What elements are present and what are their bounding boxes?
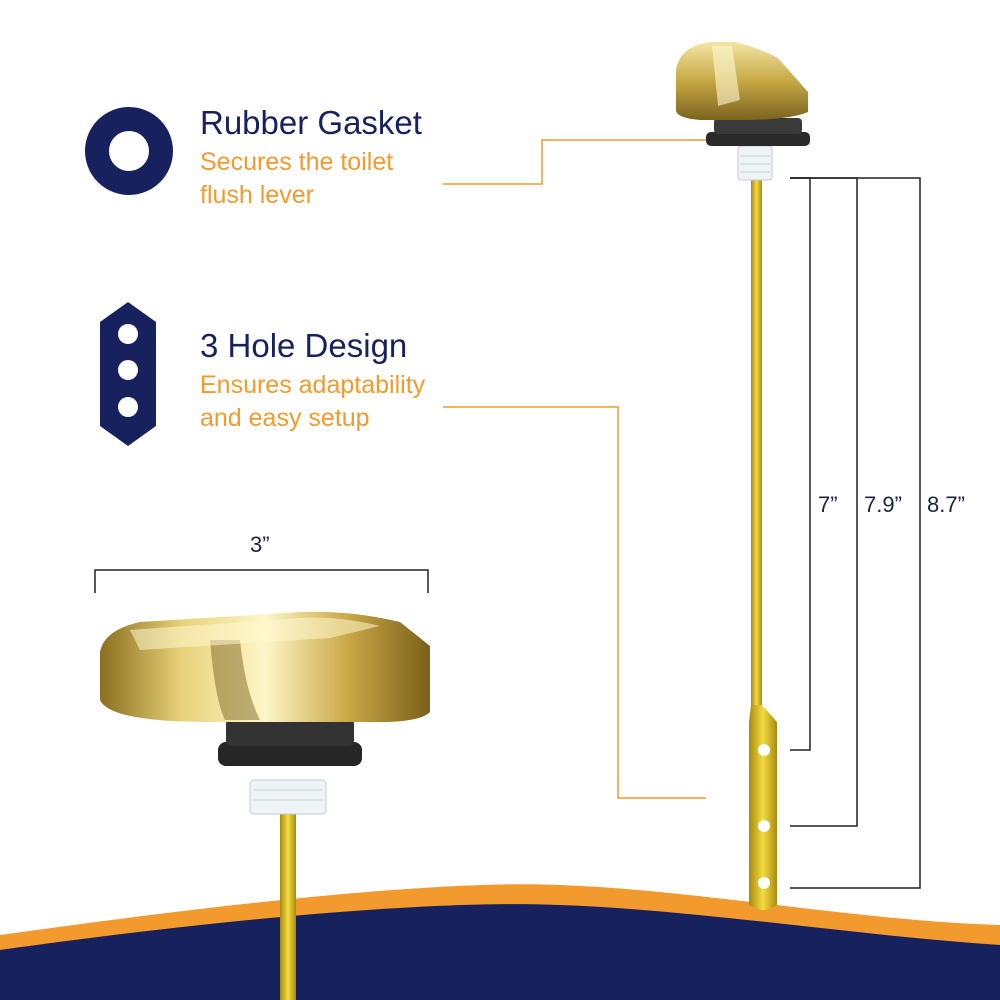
dimension-line-8-7 [790,177,921,889]
bottom-wave-band [0,884,1000,1000]
feature-title-holes: 3 Hole Design [200,327,408,364]
mounting-nut [714,118,802,134]
handle-cap-small [676,42,808,120]
handle-width-label: 3” [250,532,270,557]
closeup-rod [280,800,296,1000]
arm-hole-2 [758,820,770,832]
arm-hole-1 [758,744,770,756]
ring-icon [85,107,173,195]
feature-title-gasket: Rubber Gasket [200,104,422,141]
arm-length-label-7-9: 7.9” [864,492,902,517]
closeup-threaded-stem [249,779,327,815]
feature-desc-holes: Ensures adaptability and easy setup [200,371,426,432]
three-hole-plate-icon [100,302,156,446]
threaded-stem [737,145,773,181]
width-dimension-bracket [94,569,429,593]
lever-rod [751,175,762,715]
arm-length-label-8-7: 8.7” [927,492,965,517]
handle-closeup [100,611,430,1000]
rubber-gasket [706,132,810,146]
closeup-rubber-gasket [218,742,362,766]
arm-length-label-7: 7” [818,492,838,517]
holes-leader-line [443,406,706,799]
closeup-mounting-nut [226,718,354,746]
navy-wave [0,904,1000,1000]
lever-arm-plate [749,705,777,910]
feature-desc-gasket: Secures the toilet flush lever [200,148,394,209]
lever-assembly-full [676,42,810,910]
dimension-line-7 [790,177,811,751]
arm-hole-3 [758,877,770,889]
gasket-leader-line [443,139,706,185]
